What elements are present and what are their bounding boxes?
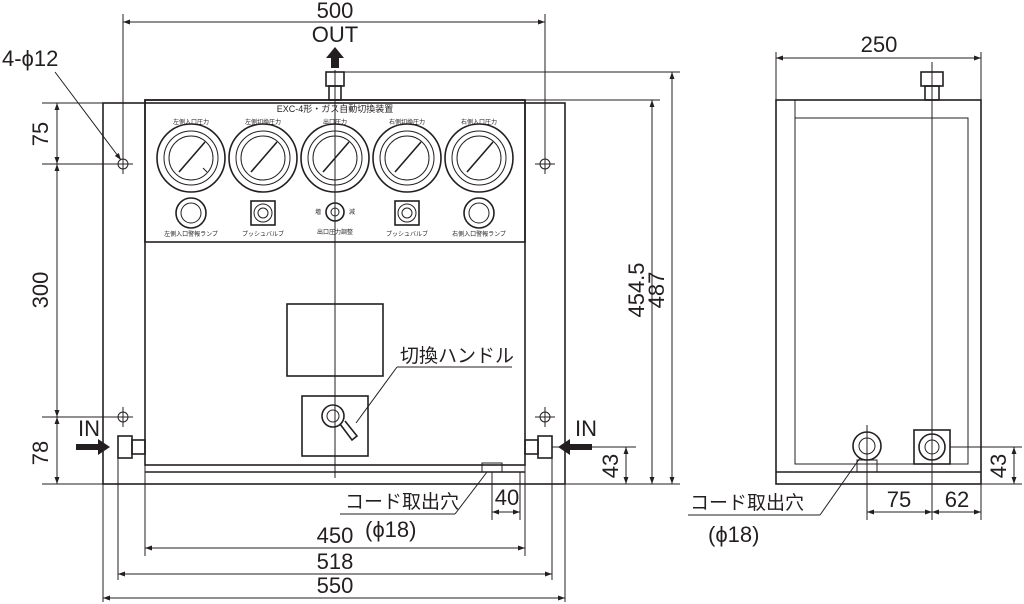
front-view: EXC-4形・ガス自動切換装置 左側入口圧力 左側切換圧力 出口圧力 右側切換圧… xyxy=(2,0,680,602)
side-view: 250 43 75 62 コード取出穴 (ϕ18) xyxy=(688,32,1022,547)
push-label: プッシュバルブ xyxy=(386,230,428,238)
mount-hole-tl xyxy=(113,154,133,174)
outlet-fitting xyxy=(325,71,345,101)
dim-height-487: 487 xyxy=(644,272,669,309)
gauge-label: 右側入口圧力 xyxy=(461,118,497,126)
mount-hole-br xyxy=(535,407,555,427)
inlet-arrow-left-icon xyxy=(76,439,110,455)
gauge-label: 左側切換圧力 xyxy=(245,118,281,126)
outlet-arrow-icon xyxy=(326,47,344,68)
lamp-label: 左側入口警報ランプ xyxy=(164,230,218,238)
dim-left-78: 78 xyxy=(28,441,53,465)
side-dim-250: 250 xyxy=(861,32,898,57)
side-box xyxy=(775,99,982,485)
mount-hole-bl xyxy=(113,407,133,427)
dim-left-300: 300 xyxy=(28,272,53,309)
gauge-left-inlet: 左側入口圧力 xyxy=(156,118,226,193)
hole-callout: 4-ϕ12 xyxy=(2,46,58,71)
inlet-fitting-left xyxy=(117,435,146,459)
inlet-right-label: IN xyxy=(575,416,597,441)
right-alarm-lamp: 右側入口警報ランプ xyxy=(452,197,506,238)
gauge-left-switch: 左側切換圧力 xyxy=(228,118,298,193)
dim-left-75: 75 xyxy=(28,122,53,146)
increase-label: 増 xyxy=(315,208,321,216)
gauge-right-inlet: 右側入口圧力 xyxy=(444,118,514,193)
side-dim-75: 75 xyxy=(887,487,911,512)
cord-hole-dia: (ϕ18) xyxy=(365,517,416,542)
mount-hole-tr xyxy=(535,154,555,174)
dim-bottom-450: 450 xyxy=(317,523,354,548)
outlet-label: OUT xyxy=(312,22,358,47)
handle-label: 切換ハンドル xyxy=(400,345,514,367)
dim-bottom-550: 550 xyxy=(317,573,354,598)
gauge-label: 左側入口圧力 xyxy=(173,118,209,126)
lamp-label: 右側入口警報ランプ xyxy=(452,230,506,238)
push-label: プッシュバルブ xyxy=(242,230,284,238)
decrease-label: 減 xyxy=(349,208,355,216)
side-dim-43: 43 xyxy=(986,454,1011,478)
side-cord-hole-label: コード取出穴 xyxy=(690,492,804,514)
side-inner xyxy=(794,117,969,465)
left-alarm-lamp: 左側入口警報ランプ xyxy=(164,197,218,238)
side-cord-hole-dia: (ϕ18) xyxy=(708,522,759,547)
inlet-fitting-right xyxy=(524,435,553,459)
inlet-left-label: IN xyxy=(78,416,100,441)
dim-height-454: 454.5 xyxy=(624,262,649,317)
gauge-right-switch: 右側切換圧力 xyxy=(372,118,442,193)
base-plate xyxy=(102,102,566,485)
right-push-valve: プッシュバルブ xyxy=(386,200,428,238)
dim-bottom-518: 518 xyxy=(317,549,354,574)
side-dim-62: 62 xyxy=(945,487,969,512)
dim-top-500: 500 xyxy=(317,0,354,23)
gauge-label: 右側切換圧力 xyxy=(389,118,425,126)
dim-right-43: 43 xyxy=(598,454,623,478)
dim-cord-40: 40 xyxy=(495,485,519,510)
cord-hole-label: コード取出穴 xyxy=(345,491,459,513)
left-push-valve: プッシュバルブ xyxy=(242,200,284,238)
